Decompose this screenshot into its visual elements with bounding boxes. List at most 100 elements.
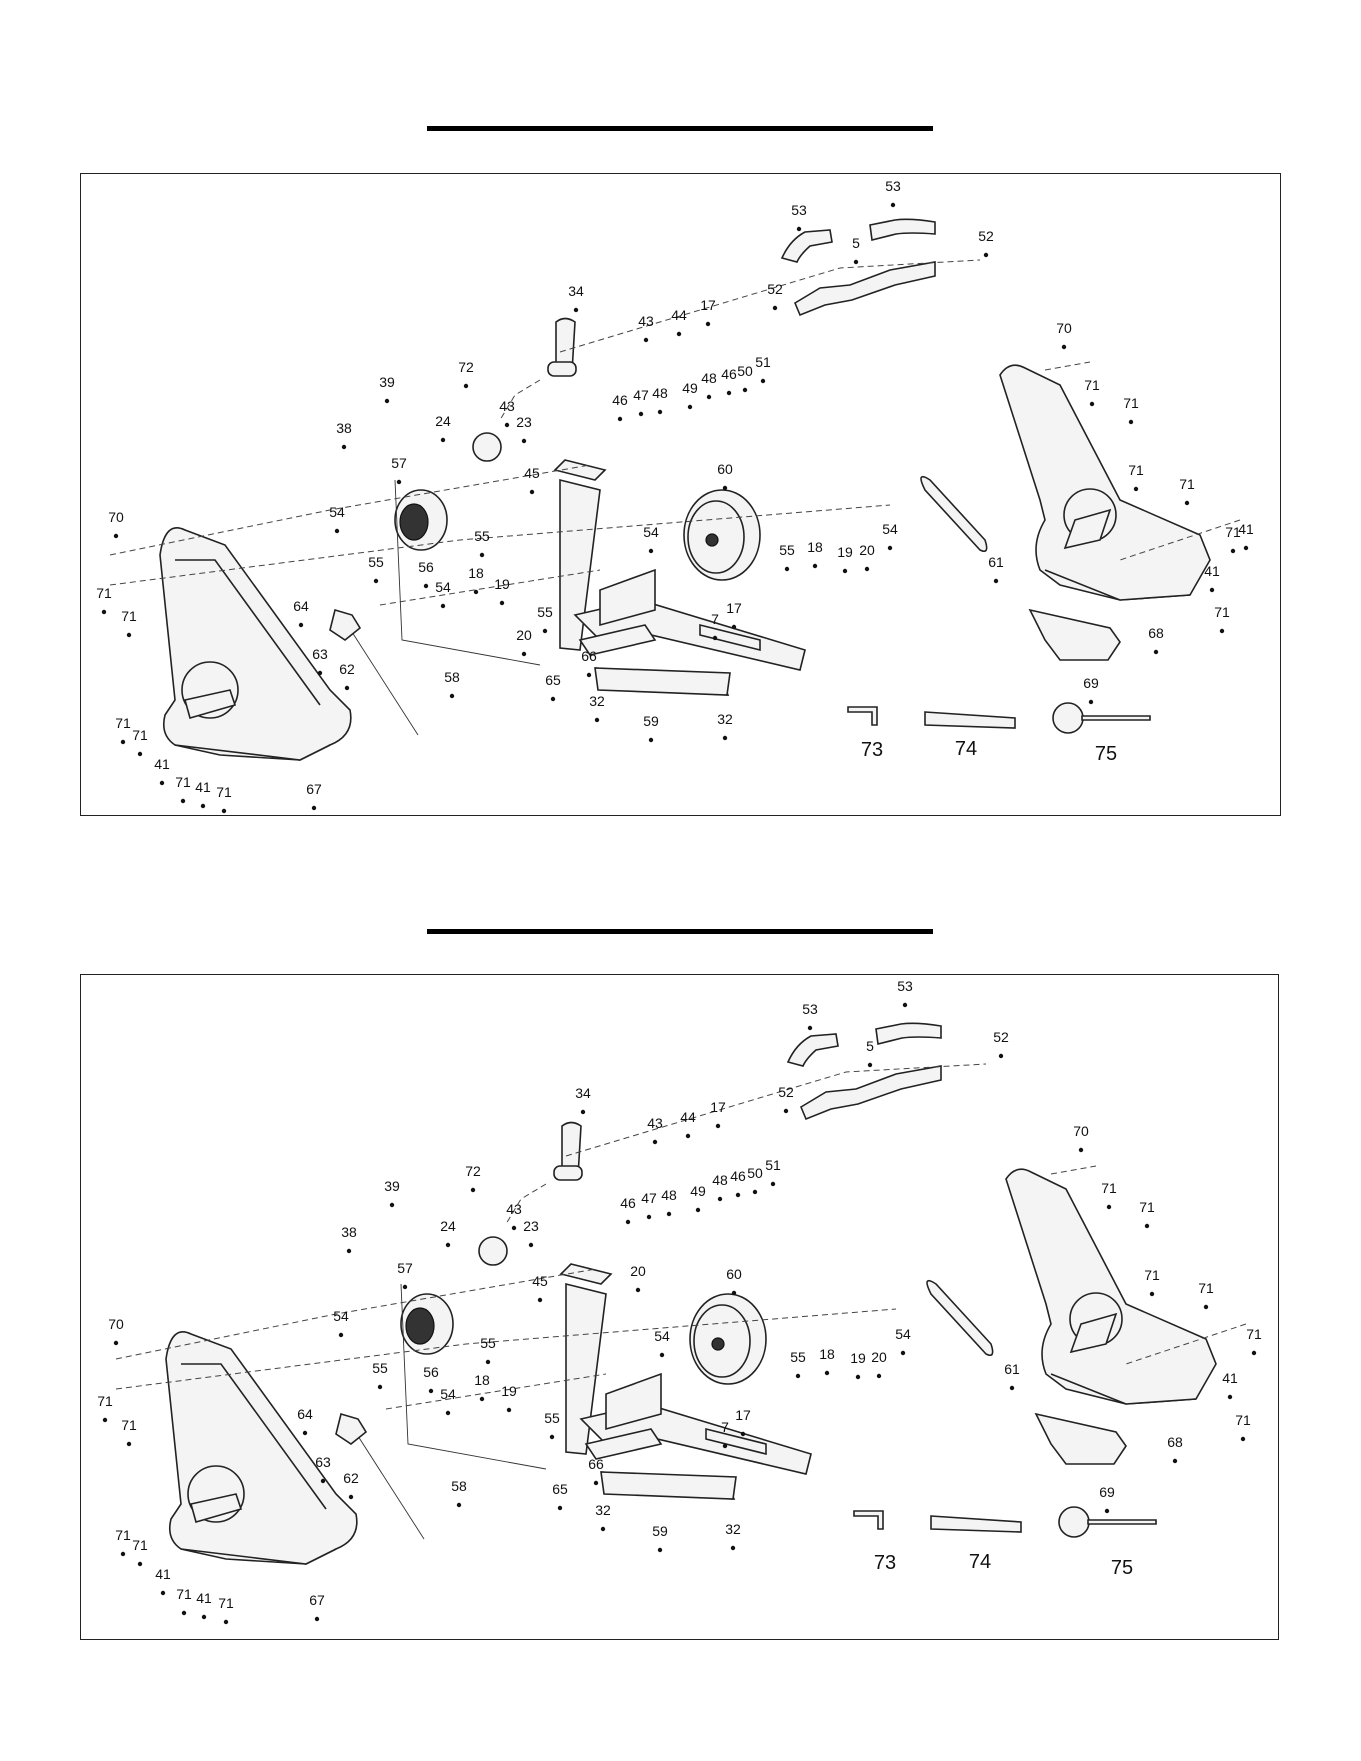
fastener-mark [396, 479, 402, 485]
part-number-label: 72 [458, 359, 474, 375]
part-number-label: 56 [418, 559, 434, 575]
part-number-label: 71 [1084, 377, 1100, 393]
part-number-label: 68 [1148, 625, 1164, 641]
fastener-mark [824, 1370, 830, 1376]
fastener-mark [440, 437, 446, 443]
fastener-mark [594, 717, 600, 723]
fastener-mark [1184, 500, 1190, 506]
part-number-label: 19 [501, 1383, 517, 1399]
fastener-mark [160, 1590, 166, 1596]
fastener-mark [344, 685, 350, 691]
part-number-label: 70 [1056, 320, 1072, 336]
fastener-mark [1227, 1394, 1233, 1400]
tool-number-label: 73 [874, 1552, 896, 1574]
fastener-mark [770, 1181, 776, 1187]
part-number-label: 59 [652, 1523, 668, 1539]
fastener-mark [643, 337, 649, 343]
fastener-mark [221, 808, 227, 814]
fastener-mark [722, 1443, 728, 1449]
part-number-label: 60 [726, 1266, 742, 1282]
fastener-mark [550, 696, 556, 702]
fastener-mark [338, 1332, 344, 1338]
fastener-mark [648, 548, 654, 554]
part-number-label: 17 [726, 600, 742, 616]
diagram-1-parts [109, 218, 1241, 761]
part-number-label: 71 [132, 1537, 148, 1553]
fastener-mark [1230, 548, 1236, 554]
part-number-label: 45 [524, 465, 540, 481]
part-number-label: 52 [978, 228, 994, 244]
fastener-mark [1203, 1304, 1209, 1310]
part-number-label: 48 [652, 385, 668, 401]
fastener-mark [485, 1359, 491, 1365]
fastener-mark [317, 670, 323, 676]
part-number-label: 43 [638, 313, 654, 329]
diagram-2-parts [115, 1022, 1247, 1565]
part-number-label: 51 [765, 1157, 781, 1173]
part-number-label: 18 [474, 1372, 490, 1388]
part-number-label: 57 [397, 1260, 413, 1276]
part-number-label: 71 [176, 1586, 192, 1602]
fastener-mark [180, 798, 186, 804]
part-number-label: 71 [1235, 1412, 1251, 1428]
tool-number-label: 75 [1111, 1557, 1133, 1579]
part-number-label: 5 [866, 1038, 874, 1054]
part-number-label: 71 [1128, 462, 1144, 478]
fastener-mark [456, 1502, 462, 1508]
fastener-mark [511, 1225, 517, 1231]
fastener-mark [867, 1062, 873, 1068]
fastener-mark [479, 552, 485, 558]
part-number-label: 50 [737, 363, 753, 379]
part-number-label: 71 [175, 774, 191, 790]
part-number-label: 18 [807, 539, 823, 555]
part-number-label: 20 [871, 1349, 887, 1365]
fastener-mark [685, 1133, 691, 1139]
fastener-mark [722, 735, 728, 741]
part-number-label: 71 [218, 1595, 234, 1611]
fastener-mark [529, 489, 535, 495]
part-number-label: 53 [802, 1001, 818, 1017]
fastener-mark [625, 1219, 631, 1225]
fastener-mark [521, 438, 527, 444]
part-number-label: 20 [630, 1263, 646, 1279]
part-number-label: 55 [537, 604, 553, 620]
fastener-mark [348, 1494, 354, 1500]
part-number-label: 63 [312, 646, 328, 662]
fastener-mark [855, 1374, 861, 1380]
part-number-label: 55 [480, 1335, 496, 1351]
part-number-label: 71 [216, 784, 232, 800]
part-number-label: 67 [309, 1592, 325, 1608]
part-number-label: 34 [575, 1085, 591, 1101]
tool-number-label: 74 [955, 738, 977, 760]
fastener-mark [715, 1123, 721, 1129]
part-number-label: 32 [589, 693, 605, 709]
part-number-label: 54 [440, 1386, 456, 1402]
part-number-label: 38 [336, 420, 352, 436]
fastener-mark [638, 411, 644, 417]
part-number-label: 52 [993, 1029, 1009, 1045]
part-number-label: 55 [790, 1349, 806, 1365]
fastener-mark [537, 1297, 543, 1303]
part-number-label: 71 [132, 727, 148, 743]
fastener-mark [298, 622, 304, 628]
fastener-mark [302, 1430, 308, 1436]
part-number-label: 23 [516, 414, 532, 430]
fastener-mark [652, 1139, 658, 1145]
part-number-label: 5 [852, 235, 860, 251]
part-number-label: 41 [155, 1566, 171, 1582]
part-number-label: 46 [612, 392, 628, 408]
part-number-label: 71 [97, 1393, 113, 1409]
fastener-mark [101, 609, 107, 615]
fastener-mark [593, 1480, 599, 1486]
part-number-label: 39 [379, 374, 395, 390]
part-number-label: 49 [690, 1183, 706, 1199]
section-title-rule-1 [427, 126, 933, 131]
part-number-label: 43 [499, 398, 515, 414]
part-number-label: 17 [735, 1407, 751, 1423]
part-number-label: 52 [778, 1084, 794, 1100]
fastener-mark [812, 563, 818, 569]
fastener-mark [341, 444, 347, 450]
fastener-mark [717, 1196, 723, 1202]
part-number-label: 48 [712, 1172, 728, 1188]
